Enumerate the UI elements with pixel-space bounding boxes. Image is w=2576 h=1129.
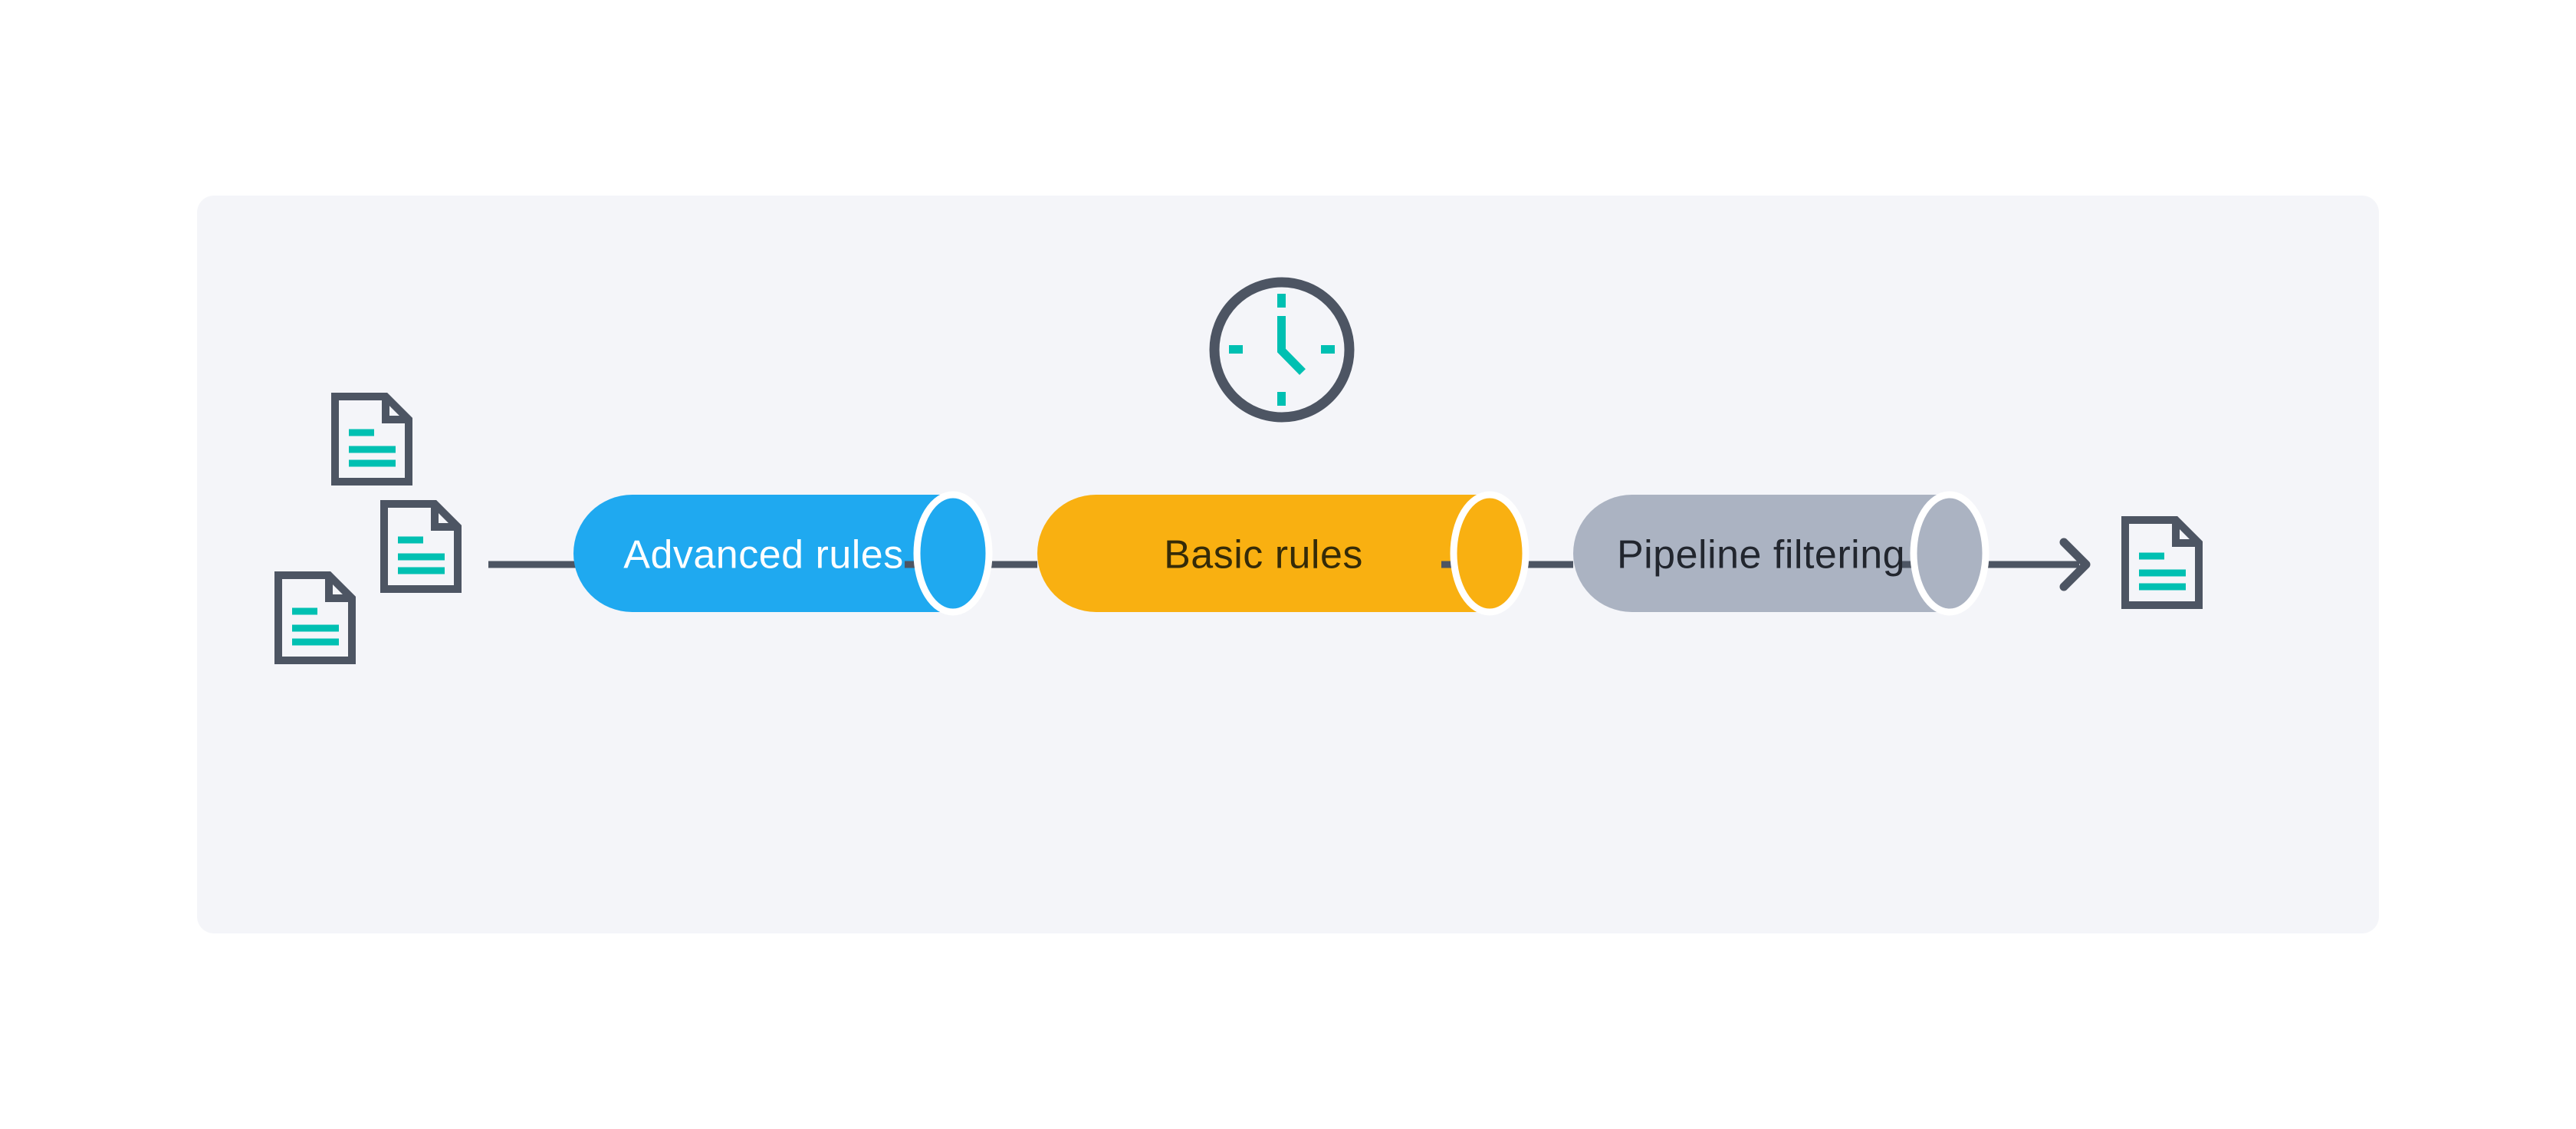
document-icon	[380, 500, 462, 593]
document-outline	[274, 571, 356, 664]
arrow-right-icon	[2059, 538, 2091, 591]
clock-face	[1209, 277, 1355, 423]
document-icon	[331, 393, 412, 486]
document-fold	[382, 397, 409, 423]
clock-icon	[1209, 277, 1355, 423]
clock-tick-9	[1229, 345, 1243, 354]
stage-end-cap	[913, 491, 993, 616]
document-outline	[2121, 516, 2203, 609]
stage-end-cap	[1910, 491, 1990, 616]
stage-body	[1573, 495, 1950, 612]
document-text-lines	[349, 429, 396, 467]
document-icon	[274, 571, 356, 664]
document-outline	[380, 500, 462, 593]
stage-body	[1037, 495, 1490, 612]
document-fold	[431, 504, 458, 531]
stage-advanced-rules: Advanced rules	[573, 491, 1037, 616]
stage-label: Pipeline filtering	[1617, 533, 1905, 578]
stage-label: Advanced rules	[623, 533, 903, 578]
document-text-lines	[398, 536, 445, 574]
clock-tick-3	[1321, 345, 1335, 354]
document-icon	[2121, 516, 2203, 609]
stage-body	[573, 495, 953, 612]
clock-tick-6	[1277, 392, 1286, 406]
clock-hands	[1277, 316, 1306, 375]
stage-label: Basic rules	[1164, 533, 1363, 578]
stage-basic-rules: Basic rules	[1037, 491, 1573, 616]
clock-tick-12	[1277, 294, 1286, 308]
document-outline	[331, 393, 412, 486]
stage-end-cap	[1450, 491, 1530, 616]
stage-pipeline-filtering: Pipeline filtering	[1573, 491, 2079, 616]
document-text-lines	[2139, 552, 2186, 591]
document-text-lines	[292, 607, 339, 646]
document-fold	[325, 575, 352, 602]
document-fold	[2172, 520, 2199, 547]
